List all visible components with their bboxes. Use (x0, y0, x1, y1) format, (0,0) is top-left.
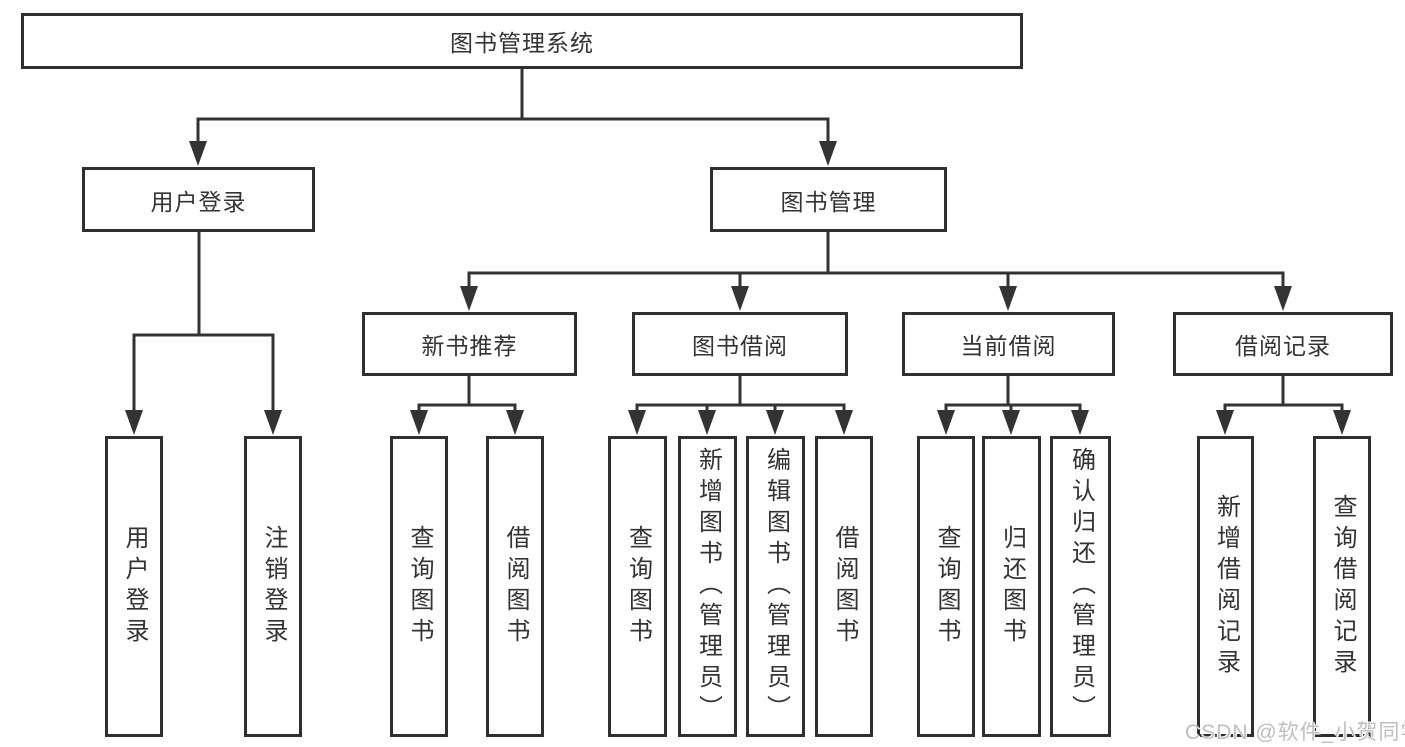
leaf-query-borrow-record-label: 查询借阅记录 (1329, 493, 1356, 680)
leaf-add-borrow-record: 新增借阅记录 (1197, 436, 1254, 737)
leaf-confirm-return-admin-label: 确认归还（管理员） (1067, 447, 1095, 726)
leaf-confirm-return-admin: 确认归还（管理员） (1050, 436, 1111, 737)
csdn-watermark: CSDN @软件_小贺同学 (1185, 721, 1405, 744)
node-root-label: 图书管理系统 (450, 30, 594, 56)
leaf-query-borrow-record: 查询借阅记录 (1313, 436, 1371, 737)
leaf-user-login: 用户登录 (105, 436, 163, 737)
leaf-rec-borrow-books-label: 借阅图书 (502, 524, 529, 649)
leaf-borrow-query-books-label: 查询图书 (624, 524, 652, 649)
node-root: 图书管理系统 (21, 13, 1023, 69)
leaf-return-books-label: 归还图书 (998, 524, 1026, 649)
leaf-add-books-admin-label: 新增图书（管理员） (694, 447, 722, 726)
leaf-return-books: 归还图书 (982, 436, 1041, 737)
node-borrow-records-label: 借阅记录 (1235, 333, 1331, 359)
node-new-book-recommend: 新书推荐 (362, 312, 577, 376)
node-current-borrowing: 当前借阅 (902, 312, 1115, 376)
leaf-logout-label: 注销登录 (260, 524, 287, 649)
leaf-edit-books-admin: 编辑图书（管理员） (746, 436, 805, 737)
leaf-borrow-books-label: 借阅图书 (831, 524, 858, 649)
leaf-edit-books-admin-label: 编辑图书（管理员） (762, 447, 790, 726)
leaf-rec-query-books-label: 查询图书 (406, 524, 433, 649)
leaf-add-books-admin: 新增图书（管理员） (678, 436, 737, 737)
leaf-borrow-query-books: 查询图书 (608, 436, 667, 737)
node-current-borrowing-label: 当前借阅 (960, 333, 1057, 359)
leaf-current-query-books: 查询图书 (917, 436, 975, 737)
node-book-management-label: 图书管理 (780, 188, 877, 215)
leaf-current-query-books-label: 查询图书 (933, 524, 960, 649)
leaf-logout: 注销登录 (244, 436, 302, 737)
node-new-book-recommend-label: 新书推荐 (421, 333, 518, 359)
leaf-rec-borrow-books: 借阅图书 (486, 436, 544, 737)
node-user-login: 用户登录 (82, 167, 315, 232)
leaf-rec-query-books: 查询图书 (390, 436, 448, 737)
node-borrow-records: 借阅记录 (1173, 312, 1393, 376)
leaf-add-borrow-record-label: 新增借阅记录 (1212, 493, 1240, 680)
node-book-borrowing: 图书借阅 (632, 312, 848, 376)
node-user-login-label: 用户登录 (150, 188, 247, 215)
leaf-user-login-label: 用户登录 (121, 524, 148, 649)
node-book-management: 图书管理 (710, 167, 947, 232)
arrowheads (125, 141, 1351, 435)
leaf-borrow-books: 借阅图书 (815, 436, 873, 737)
node-book-borrowing-label: 图书借阅 (692, 333, 788, 359)
